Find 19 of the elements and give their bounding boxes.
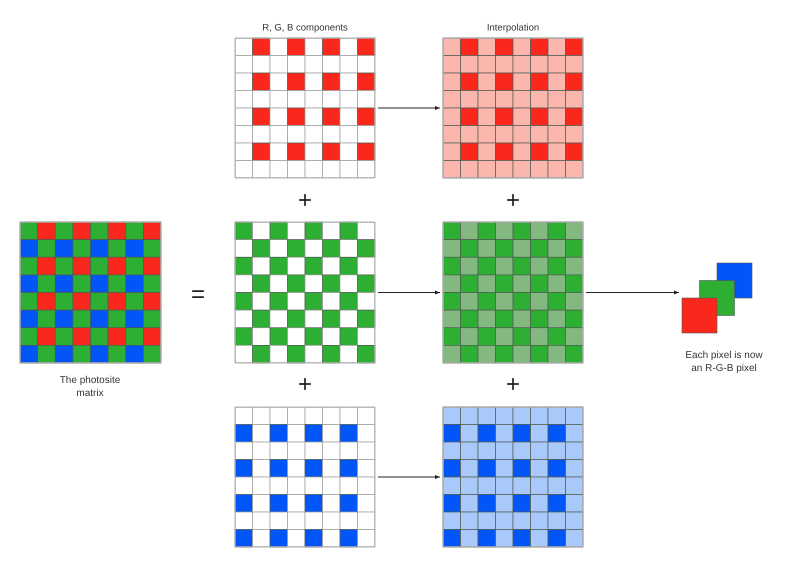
plus-sign: + xyxy=(506,373,520,397)
sampled-grid-drawing xyxy=(235,38,375,178)
sampled-grid-drawing xyxy=(235,222,375,363)
interpolated-grid-drawing xyxy=(443,407,583,547)
interpolated-grid-drawing xyxy=(443,222,583,363)
arrow xyxy=(378,106,440,110)
plus-sign: + xyxy=(298,189,312,213)
sampled-grid-drawing xyxy=(235,407,375,547)
pixel-layers-drawing xyxy=(682,263,752,334)
equals-sign: = xyxy=(191,283,205,307)
arrow xyxy=(586,290,680,294)
photosite-grid-drawing xyxy=(20,222,161,363)
grid-caption: Each pixel is now an R-G-B pixel xyxy=(684,349,764,375)
arrow xyxy=(378,475,440,479)
grid-caption: The photosite matrix xyxy=(58,374,122,400)
plus-sign: + xyxy=(506,189,520,213)
plus-sign: + xyxy=(298,373,312,397)
arrow xyxy=(378,290,440,294)
interpolated-grid-drawing xyxy=(443,38,583,178)
